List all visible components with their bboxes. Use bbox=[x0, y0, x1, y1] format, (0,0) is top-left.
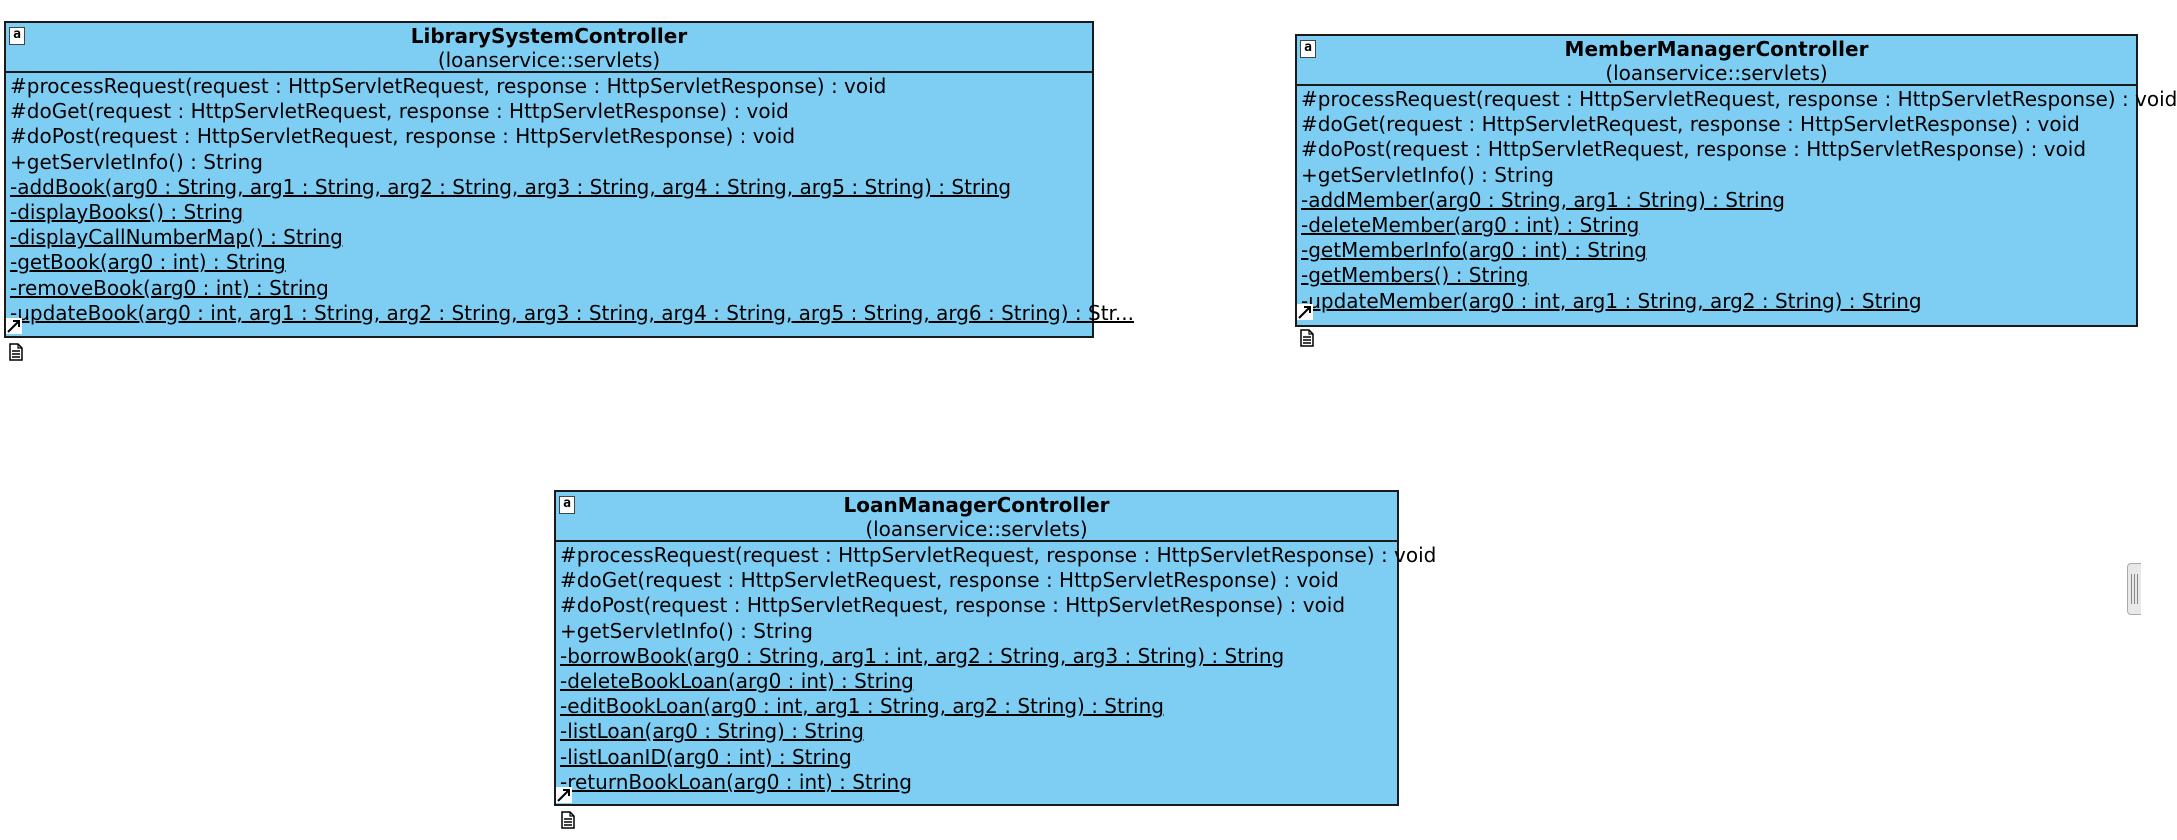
link-arrow-icon[interactable] bbox=[556, 787, 572, 803]
operation-row[interactable]: -getMemberInfo(arg0 : int) : String bbox=[1301, 238, 1647, 263]
class-header: a LoanManagerController (loanservice::se… bbox=[556, 492, 1397, 542]
operation-row[interactable]: -deleteMember(arg0 : int) : String bbox=[1301, 213, 1640, 238]
operation-row[interactable]: -getBook(arg0 : int) : String bbox=[10, 250, 286, 275]
operation-row[interactable]: #doPost(request : HttpServletRequest, re… bbox=[1301, 137, 2087, 162]
operation-row[interactable]: -addBook(arg0 : String, arg1 : String, a… bbox=[10, 174, 1012, 199]
operations-compartment: #processRequest(request : HttpServletReq… bbox=[6, 73, 1135, 326]
operation-row[interactable]: -displayBooks() : String bbox=[10, 200, 244, 225]
class-name: LibrarySystemController bbox=[410, 24, 688, 48]
operation-row[interactable]: #processRequest(request : HttpServletReq… bbox=[1301, 87, 2177, 111]
abstract-badge-icon: a bbox=[559, 496, 575, 514]
operation-row[interactable]: -addMember(arg0 : String, arg1 : String)… bbox=[1301, 187, 1785, 212]
operation-row[interactable]: -updateBook(arg0 : int, arg1 : String, a… bbox=[10, 300, 1135, 325]
operation-row[interactable]: +getServletInfo() : String bbox=[560, 618, 813, 643]
operation-row[interactable]: #processRequest(request : HttpServletReq… bbox=[560, 543, 1437, 567]
class-package: (loanservice::servlets) bbox=[865, 517, 1088, 541]
operation-row[interactable]: -deleteBookLoan(arg0 : int) : String bbox=[560, 669, 914, 694]
class-name: LoanManagerController bbox=[843, 493, 1110, 517]
operation-row[interactable]: -displayCallNumberMap() : String bbox=[10, 225, 343, 250]
operation-row[interactable]: +getServletInfo() : String bbox=[1301, 162, 1554, 187]
operation-row[interactable]: #doGet(request : HttpServletRequest, res… bbox=[1301, 112, 2080, 137]
class-package: (loanservice::servlets) bbox=[1605, 61, 1828, 85]
operation-row[interactable]: -getMembers() : String bbox=[1301, 263, 1529, 288]
operation-row[interactable]: -listLoan(arg0 : String) : String bbox=[560, 719, 864, 744]
operation-row[interactable]: #doGet(request : HttpServletRequest, res… bbox=[560, 568, 1339, 593]
operation-row[interactable]: #processRequest(request : HttpServletReq… bbox=[10, 74, 887, 98]
abstract-badge-icon: a bbox=[1300, 40, 1316, 58]
class-box-loan-manager-controller[interactable]: a LoanManagerController (loanservice::se… bbox=[554, 490, 1437, 806]
operation-row[interactable]: +getServletInfo() : String bbox=[10, 149, 263, 174]
operation-row[interactable]: -editBookLoan(arg0 : int, arg1 : String,… bbox=[560, 694, 1164, 719]
class-name: MemberManagerController bbox=[1564, 37, 1869, 61]
operation-row[interactable]: -listLoanID(arg0 : int) : String bbox=[560, 744, 852, 769]
operation-row[interactable]: -returnBookLoan(arg0 : int) : String bbox=[560, 769, 912, 794]
operation-row[interactable]: -borrowBook(arg0 : String, arg1 : int, a… bbox=[560, 643, 1285, 668]
operations-compartment: #processRequest(request : HttpServletReq… bbox=[1297, 86, 2177, 314]
link-arrow-icon[interactable] bbox=[6, 318, 22, 334]
class-package: (loanservice::servlets) bbox=[437, 48, 661, 72]
operation-row[interactable]: -updateMember(arg0 : int, arg1 : String,… bbox=[1301, 288, 1922, 313]
class-header: a LibrarySystemController (loanservice::… bbox=[6, 23, 1092, 73]
document-icon[interactable] bbox=[8, 343, 24, 361]
class-box-library-system-controller[interactable]: a LibrarySystemController (loanservice::… bbox=[4, 21, 1135, 338]
document-icon[interactable] bbox=[560, 811, 576, 829]
abstract-badge-icon: a bbox=[9, 27, 25, 45]
operation-row[interactable]: -removeBook(arg0 : int) : String bbox=[10, 275, 329, 300]
operations-compartment: #processRequest(request : HttpServletReq… bbox=[556, 542, 1437, 795]
operation-row[interactable]: #doPost(request : HttpServletRequest, re… bbox=[10, 124, 796, 149]
operation-row[interactable]: #doGet(request : HttpServletRequest, res… bbox=[10, 99, 789, 124]
class-box-member-manager-controller[interactable]: a MemberManagerController (loanservice::… bbox=[1295, 34, 2177, 327]
class-header: a MemberManagerController (loanservice::… bbox=[1297, 36, 2136, 86]
operation-row[interactable]: #doPost(request : HttpServletRequest, re… bbox=[560, 593, 1346, 618]
document-icon[interactable] bbox=[1299, 329, 1315, 347]
scroll-grip-icon[interactable] bbox=[2127, 563, 2141, 615]
link-arrow-icon[interactable] bbox=[1297, 304, 1313, 320]
